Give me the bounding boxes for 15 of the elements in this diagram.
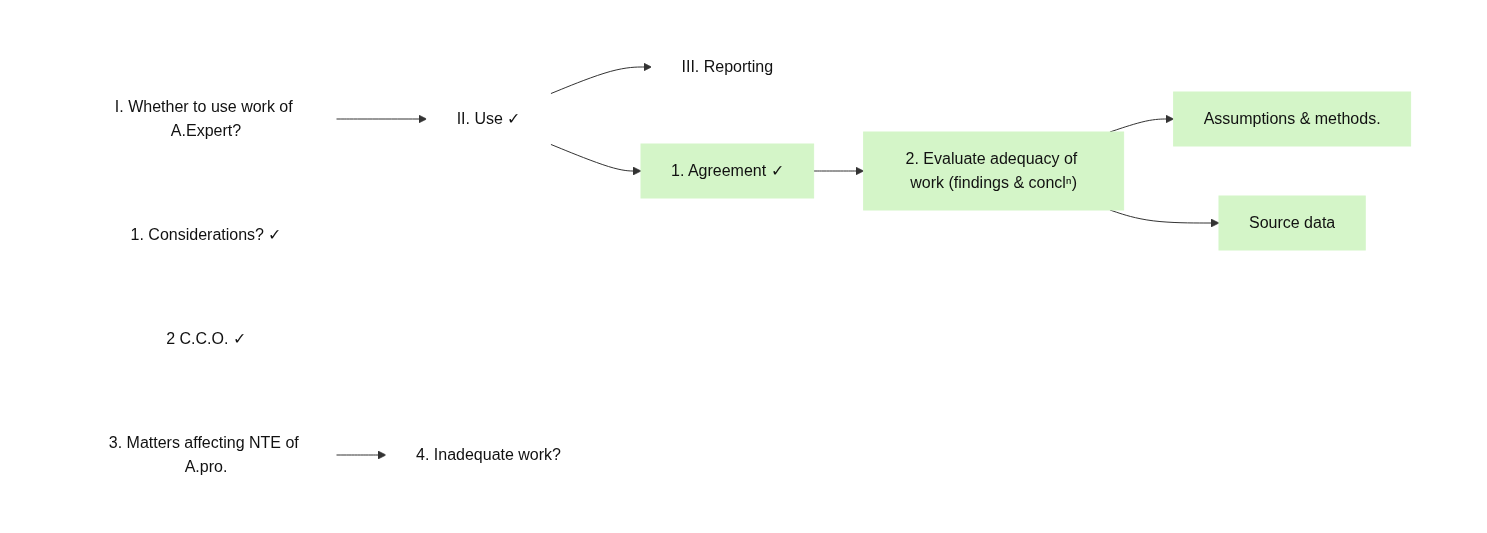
- node-text: 3. Matters affecting NTE of A.pro.: [108, 433, 299, 475]
- arrow: [335, 450, 387, 459]
- node-box: Source data: [1218, 195, 1366, 250]
- node-text: II. Use ✓: [456, 109, 521, 127]
- node-text: 2 C.C.O. ✓: [166, 329, 247, 347]
- arrow: [335, 114, 428, 123]
- node-text: 4. Inadequate work?: [416, 445, 562, 463]
- node-text: I. Whether to use work of A.Expert?: [115, 97, 293, 139]
- node-box: 2. Evaluate adequacy of work (findings & conclⁿ): [863, 131, 1125, 210]
- node-text: 1. Considerations? ✓: [130, 225, 282, 243]
- arrow: [813, 166, 865, 175]
- arrow: [550, 143, 642, 175]
- node-box: Assumptions & methods.: [1173, 91, 1412, 146]
- node-box: 1. Agreement ✓: [640, 143, 815, 198]
- node-text: III. Reporting: [681, 57, 774, 75]
